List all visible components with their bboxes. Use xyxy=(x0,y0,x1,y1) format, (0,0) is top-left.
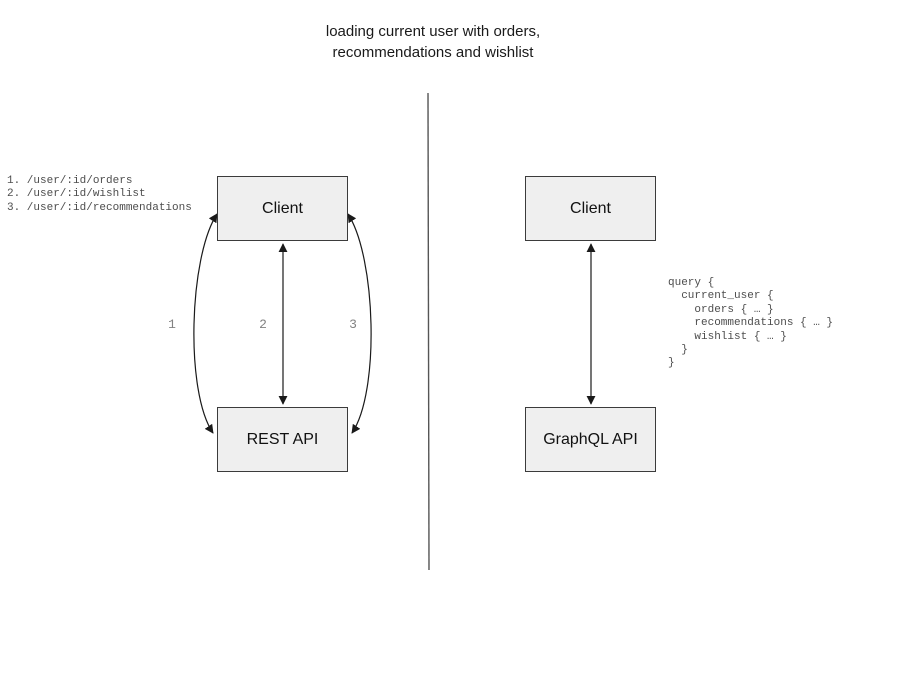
rest-api-label: REST API xyxy=(246,430,319,448)
graphql-client-label: Client xyxy=(570,199,611,217)
diagram-title-line1: loading current user with orders, xyxy=(325,23,541,40)
diagram-title-line2: recommendations and wishlist xyxy=(332,44,534,61)
rest-client-box: Client xyxy=(217,176,348,241)
arrow-label-3: 3 xyxy=(349,317,357,332)
rest-arrow-3-curve xyxy=(347,213,372,434)
graphql-api-box: GraphQL API xyxy=(525,407,656,472)
graphql-client-box: Client xyxy=(525,176,656,241)
rest-client-label: Client xyxy=(262,199,303,217)
diagram-title: loading current user with orders, recomm… xyxy=(233,21,633,63)
arrow-label-2: 2 xyxy=(259,317,267,332)
arrow-label-1: 1 xyxy=(168,317,176,332)
rest-endpoint-list: 1. /user/:id/orders 2. /user/:id/wishlis… xyxy=(7,175,192,214)
rest-api-box: REST API xyxy=(217,407,348,472)
rest-arrow-1-curve xyxy=(193,213,218,434)
graphql-query-snippet: query { current_user { orders { … } reco… xyxy=(668,277,834,370)
divider-line xyxy=(427,92,430,571)
graphql-api-label: GraphQL API xyxy=(543,430,638,448)
